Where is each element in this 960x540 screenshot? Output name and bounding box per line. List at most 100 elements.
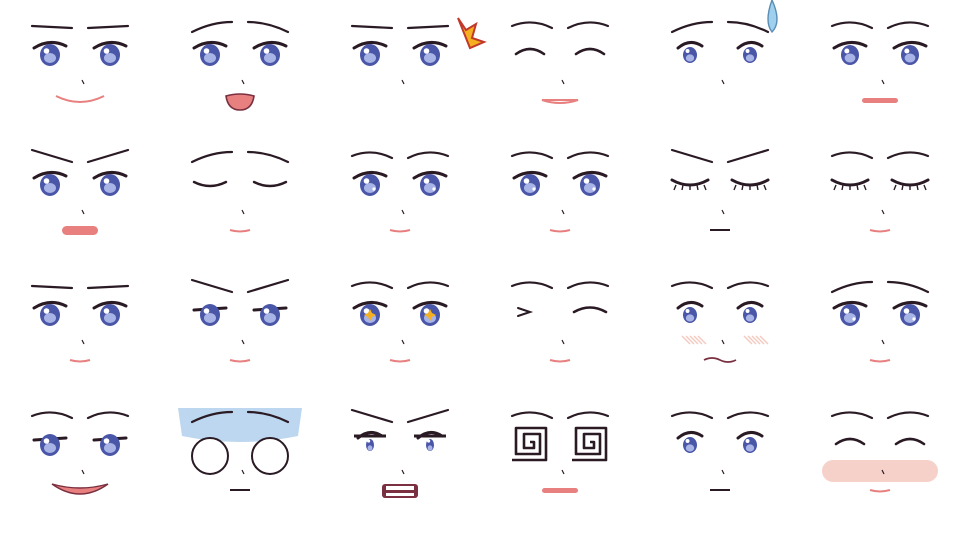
mouth (862, 98, 898, 103)
face-dizzy-spiral (510, 411, 610, 493)
eyelid (192, 41, 228, 50)
eye (572, 306, 608, 314)
eyebrow (670, 20, 714, 34)
eye (92, 434, 128, 456)
eye (252, 41, 288, 66)
blush-band (822, 460, 938, 482)
face-surprised-pout (830, 21, 930, 103)
nose (561, 79, 565, 85)
eyebrow (246, 20, 290, 34)
mouth (703, 357, 737, 363)
eye (894, 437, 926, 446)
face-sparkle-eyes-alt (510, 151, 610, 233)
eye (736, 41, 764, 63)
closed-eye (574, 47, 606, 56)
eye-shine (103, 178, 110, 184)
iris-highlight (685, 54, 695, 62)
nose (401, 469, 405, 475)
eyelash (703, 184, 707, 191)
eye (192, 41, 228, 66)
eye (412, 41, 448, 66)
eyebrow (886, 151, 930, 160)
eye-shine (43, 438, 50, 444)
iris-highlight (104, 313, 116, 323)
eyebrow (350, 151, 394, 160)
blush-line (743, 335, 753, 345)
mouth (225, 93, 255, 111)
closed-eye (730, 178, 770, 187)
iris-highlight (844, 313, 856, 323)
face-calm (30, 284, 130, 363)
eyelash (833, 184, 837, 191)
eye-shine (423, 308, 430, 314)
eye-shine (43, 48, 50, 54)
nose (241, 79, 245, 85)
eyelash (893, 184, 897, 191)
eye (92, 171, 128, 196)
eyelid (572, 171, 608, 180)
eyebrow (510, 21, 554, 30)
face-sparkle-eyes (350, 151, 450, 233)
eyebrow (406, 281, 450, 290)
eyelid (252, 41, 288, 50)
eye (192, 180, 228, 188)
eyelid (92, 301, 128, 310)
eyelid (412, 171, 448, 180)
blush-line (681, 335, 691, 345)
eye-shine (363, 48, 370, 54)
mouth (541, 99, 579, 104)
iris-highlight (584, 183, 596, 193)
eyebrow (726, 281, 770, 290)
face-annoyed-mark (350, 17, 487, 85)
iris-highlight (367, 445, 373, 451)
iris-highlight (427, 445, 433, 451)
eye-shine (203, 308, 210, 314)
eyelid (676, 301, 704, 310)
eyelid (892, 41, 928, 50)
blush-line (747, 335, 757, 345)
eye (514, 47, 546, 56)
mouth (549, 359, 571, 363)
eyebrow (30, 411, 74, 420)
eye (352, 171, 388, 196)
eye-shine (745, 309, 750, 313)
eyelash (733, 184, 737, 191)
eyebrow (246, 410, 290, 424)
eye (892, 41, 928, 65)
nose (881, 79, 885, 85)
eyelid (412, 41, 448, 50)
eyelash (756, 184, 759, 191)
eyelid (92, 171, 128, 180)
eye (354, 431, 386, 451)
eyelid (92, 41, 128, 50)
iris-highlight (745, 444, 755, 452)
eyelash (916, 184, 919, 191)
blush-line (689, 335, 699, 345)
eye-shine (903, 308, 910, 314)
nose (881, 339, 885, 345)
eyebrow (566, 281, 610, 290)
eyelid (32, 41, 68, 50)
eye-shine (103, 438, 110, 444)
eyebrow (830, 21, 874, 30)
eyebrow (86, 148, 130, 164)
star-pupil (364, 309, 376, 321)
eye (92, 301, 128, 326)
nose (721, 469, 725, 475)
eye-sparkle (912, 317, 916, 321)
eye-shine (103, 308, 110, 314)
iris-highlight (204, 53, 216, 63)
iris-highlight (364, 53, 376, 63)
mouth (389, 359, 411, 363)
closed-eye (252, 180, 288, 188)
closed-eye (894, 437, 926, 446)
eyelid (352, 301, 388, 310)
eyebrow (406, 151, 450, 160)
closed-eye (830, 178, 870, 187)
eye (92, 41, 128, 66)
face-blush-shy (670, 281, 770, 363)
nose (561, 469, 565, 475)
eyebrow (86, 411, 130, 420)
blush-line (697, 335, 707, 345)
mouth (869, 489, 891, 493)
